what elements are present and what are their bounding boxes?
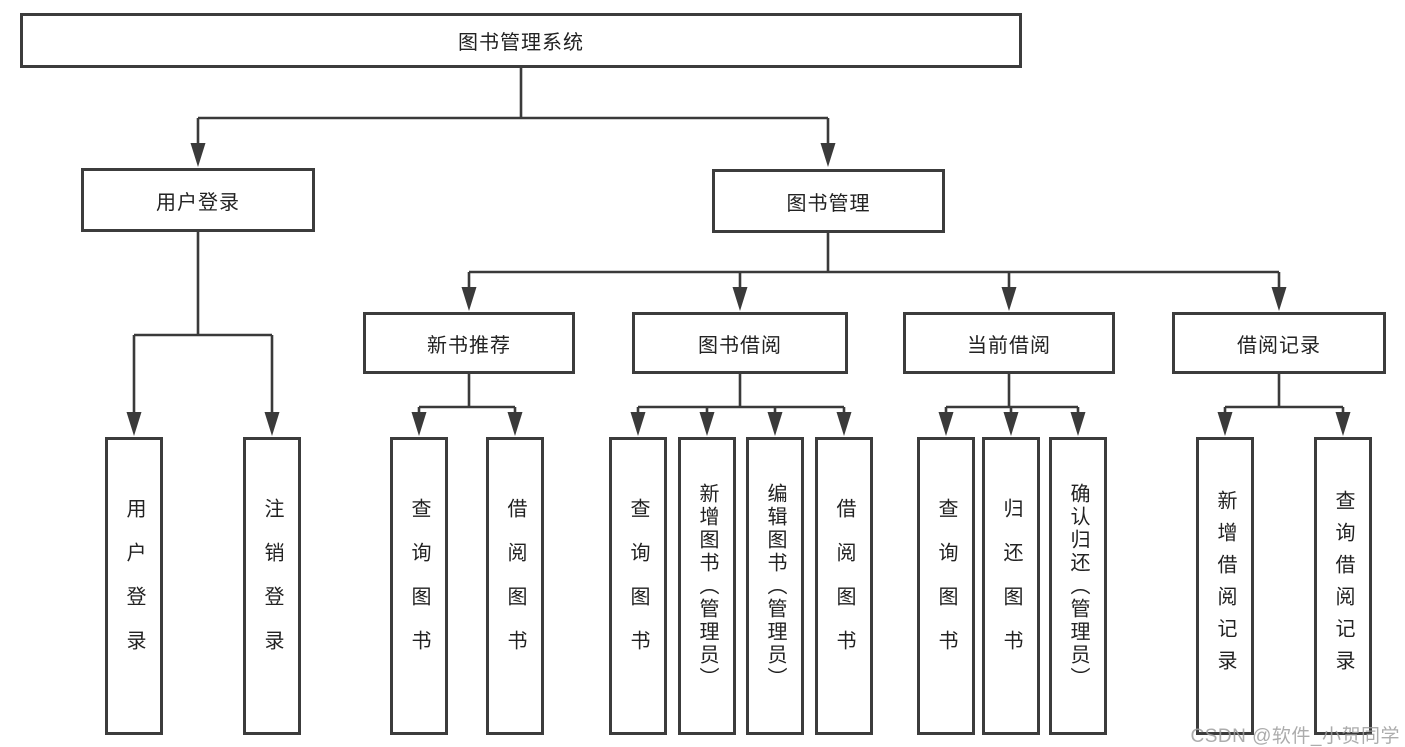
node-borrow-records: 借阅记录 bbox=[1172, 312, 1386, 374]
leaf-recommend-borrow-books: 借阅图书 bbox=[486, 437, 544, 735]
leaf-return-books: 归还图书 bbox=[982, 437, 1040, 735]
leaf-borrow-query-books: 查询图书 bbox=[609, 437, 667, 735]
leaf-confirm-return-admin: 确认归还（管理员） bbox=[1049, 437, 1107, 735]
node-library-management-system: 图书管理系统 bbox=[20, 13, 1022, 68]
leaf-current-query-books: 查询图书 bbox=[917, 437, 975, 735]
node-new-book-recommend: 新书推荐 bbox=[363, 312, 575, 374]
leaf-edit-books-admin: 编辑图书（管理员） bbox=[746, 437, 804, 735]
leaf-add-books-admin: 新增图书（管理员） bbox=[678, 437, 736, 735]
leaf-query-borrow-record: 查询借阅记录 bbox=[1314, 437, 1372, 735]
leaf-add-borrow-record: 新增借阅记录 bbox=[1196, 437, 1254, 735]
leaf-logout: 注销登录 bbox=[243, 437, 301, 735]
leaf-borrow-books: 借阅图书 bbox=[815, 437, 873, 735]
leaf-recommend-query-books: 查询图书 bbox=[390, 437, 448, 735]
node-book-borrow: 图书借阅 bbox=[632, 312, 848, 374]
node-user-login-branch: 用户登录 bbox=[81, 168, 315, 232]
leaf-user-login: 用户登录 bbox=[105, 437, 163, 735]
node-current-borrow: 当前借阅 bbox=[903, 312, 1115, 374]
node-book-management-branch: 图书管理 bbox=[712, 169, 945, 233]
